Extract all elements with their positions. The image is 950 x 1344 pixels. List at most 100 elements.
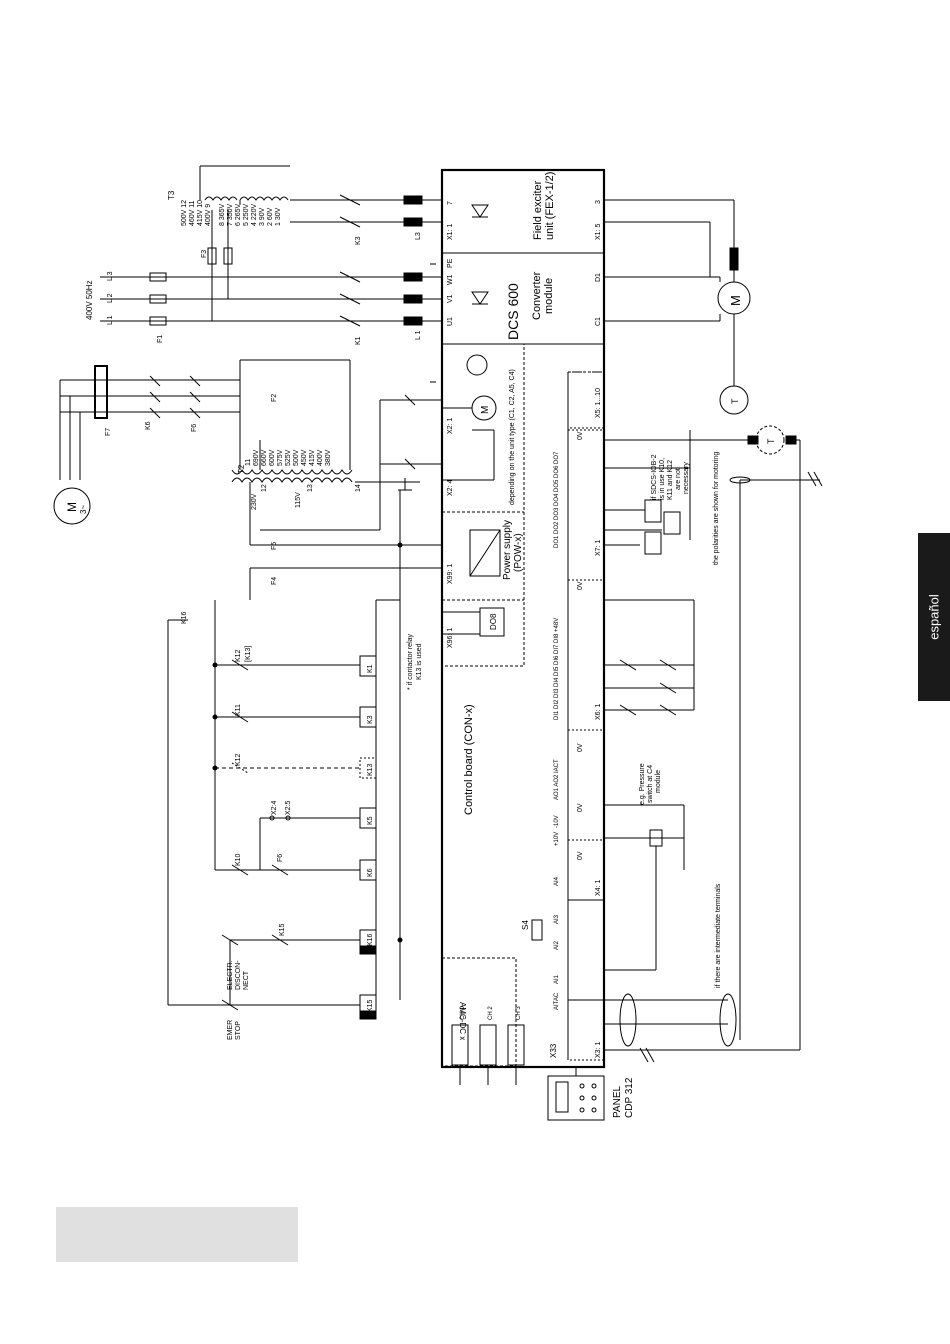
terminal-x3: X3: 1 (595, 1042, 602, 1058)
t2-115v: 115V (295, 492, 302, 508)
terminal-v1: V1 (447, 294, 454, 303)
tacho-label: T (730, 398, 740, 404)
pressure-note-2: switch at C4 (647, 765, 654, 803)
relay-k13-label: K13 (367, 763, 374, 776)
tacho-label-2: T (766, 438, 776, 444)
t2-tap-380: 380V (325, 449, 332, 466)
dcs600-outline (440, 168, 606, 1069)
terminal-u1: U1 (447, 317, 454, 326)
t2-tap-500: 500V (293, 449, 300, 466)
sdcs-note-2: is in use K10, (659, 458, 666, 500)
ai-label-p10v: +10V (554, 832, 560, 846)
t2-n13: 13 (307, 484, 314, 492)
fan-motor-3ph-label: 3~ (79, 505, 88, 514)
amc-label: AMC-DC x (458, 1002, 467, 1040)
internal-fan-label: M (480, 406, 491, 414)
contact-f6-label: F6 (277, 854, 284, 862)
t3-tap-500: 500V 12 (181, 200, 188, 226)
language-tab-label: español (926, 594, 942, 640)
terminal-fe3: 3 (595, 200, 602, 204)
phase-l3-label: L 3 (107, 271, 114, 281)
sdcs-note-3: K11 and K12 (667, 460, 674, 500)
terminal-x1-1: X1: 1 (447, 224, 454, 240)
terminal-x96: X96: 1 (447, 628, 454, 648)
terminal-x99: X99: 1 (447, 564, 454, 584)
terminal-x2-4: X2: 4 (447, 480, 454, 496)
ch3-label: CH 3 (516, 1006, 522, 1020)
relay-k6-label: K6 (367, 868, 374, 877)
ch0-label: CH 0 (460, 1006, 466, 1020)
contact-k12b-label: K12 (235, 753, 242, 766)
contact-k15-label: K15 (279, 923, 286, 936)
t2-tap-600: 600V (269, 449, 276, 466)
field-exciter-label: Field exciter (532, 180, 544, 240)
t2-n14: 14 (355, 484, 362, 492)
t2-tap-660: 660V (261, 449, 268, 466)
t3-tap-400: 400V 9 (205, 204, 212, 226)
x33-label: X33 (549, 1043, 558, 1058)
relay-k15-label: K15 (367, 999, 374, 1012)
electr-disconnect-2: DISCON- (235, 960, 242, 990)
t3-tap-265: 6 265V (235, 203, 242, 226)
contactor-note-2: K13 is used (416, 643, 423, 680)
fuse-f4-label: F4 (271, 577, 278, 585)
control-board-label: Control board (CON-x) (463, 704, 475, 815)
ai-label-m10v: -10V (554, 815, 560, 828)
t2-tap-415: 415V (309, 449, 316, 466)
ai-label-ai3: AI3 (554, 914, 560, 924)
contact-k11-label: K11 (235, 704, 242, 716)
t3-tap-30: 1 30V (275, 207, 282, 226)
t3-tap-460: 460V 11 (189, 200, 196, 226)
terminal-x1-7: 7 (447, 201, 454, 205)
fuse-f1-label: F1 (157, 335, 164, 343)
t3-tap-90: 3 90V (259, 207, 266, 226)
terminal-x5: X5: 1...10 (595, 388, 602, 418)
t3-name: T3 (167, 190, 176, 200)
terminal-pe: PE (447, 258, 454, 268)
terminal-x6: X6: 1 (595, 704, 602, 720)
contact-x2-4-label: X2:4 (271, 800, 278, 815)
t2-n11: 11 (245, 459, 252, 466)
fuse-f6-label: F6 (191, 424, 198, 432)
t3-tap-220: 4 220V (251, 203, 258, 226)
dcs600-title: DCS 600 (505, 283, 521, 340)
terminal-x7: X7: 1 (595, 540, 602, 556)
ai-label-ai1: AI1 (554, 974, 560, 984)
terminal-x2-1: X2: 1 (447, 418, 454, 434)
t3-tap-60: 2 60V (267, 207, 274, 226)
zero-v-label-2: 0V (577, 581, 584, 590)
panel-label: PANEL (612, 1086, 623, 1118)
converter-label: Converter (531, 271, 543, 320)
ai-label-ai2: AI2 (554, 940, 560, 950)
field-exciter-unit-label: unit (FEX-1/2) (544, 172, 556, 240)
t2-tap-400: 400V (317, 449, 324, 466)
diagram-text-layer: DCS 600 Converter module Field exciter u… (65, 172, 776, 1118)
t2-name: T2 (237, 464, 246, 474)
t3-tap-365: 8 365V (219, 203, 226, 226)
electr-disconnect-1: ELECTR. (227, 960, 234, 990)
s4-label: S4 (521, 920, 530, 930)
fan-motor-label: M (65, 502, 79, 512)
ai-label-ai4: AI4 (554, 876, 560, 886)
relay-k16-label: K16 (367, 933, 374, 946)
zero-v-label-5: 0V (577, 851, 584, 860)
t2-tap-690: 690V (253, 449, 260, 466)
fuse-f5-label: F5 (271, 542, 278, 550)
power-supply-type-label: (POW-x) (513, 533, 524, 572)
ai-label-aitac: AITAC (554, 992, 560, 1010)
t2-tap-575: 575V (277, 449, 284, 466)
k6-contact-label: K6 (145, 421, 152, 430)
emer-stop-label-2: STOP (235, 1021, 242, 1040)
intermediate-note: if there are intermediate terminals (715, 883, 722, 988)
sdcs-note-4: are not (675, 468, 682, 490)
k3-contact-label: K3 (355, 236, 362, 245)
terminal-w1: W1 (447, 274, 454, 285)
emer-stop-label-1: EMER (227, 1020, 234, 1040)
pressure-note-3: module (655, 770, 662, 793)
l3-choke-label: L3 (415, 232, 422, 240)
footer-gray-box (56, 1207, 298, 1262)
polarity-note: the polarities are shown for motoring (713, 452, 720, 565)
relay-k5-label: K5 (367, 816, 374, 825)
t2-tap-525: 525V (285, 449, 292, 466)
zero-v-label-4: 0V (577, 803, 584, 812)
